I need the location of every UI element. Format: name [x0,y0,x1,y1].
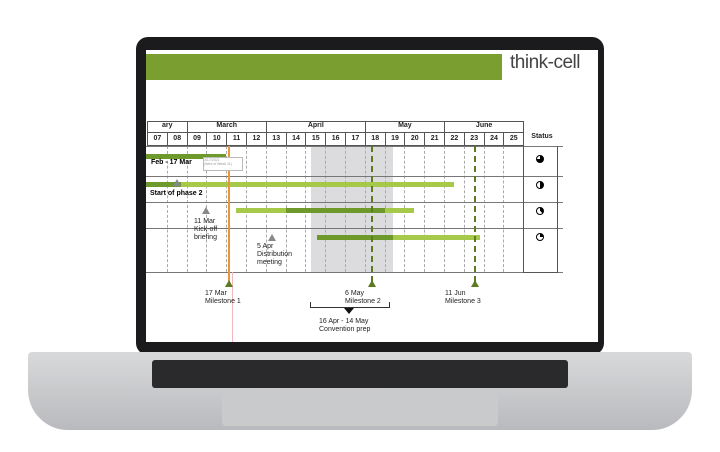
week-header: 17 [345,132,366,146]
milestone-1-marker-icon [225,280,234,287]
week-header: 11 [226,132,247,146]
milestone-2-text: Milestone 2 [345,298,381,305]
tooltip-date: 3/17/2021 [204,158,220,162]
distribution-text: Distribution meeting [257,251,293,266]
tooltip: 3/17/2021(Wed of Week 11) [203,157,243,171]
week-header: 09 [186,132,208,146]
milestone-1-date: 17 Mar [205,290,227,297]
week-header: 10 [206,132,228,146]
week-header: 15 [305,132,327,146]
week-gridline [503,146,505,272]
keyboard [152,360,568,388]
convention-text: Convention prep [319,326,371,333]
milestone-1-text: Milestone 1 [205,298,241,305]
gantt-bar-phase2-progress [146,182,181,187]
trackpad [222,392,498,426]
week-header: 08 [166,132,188,146]
tooltip-week: (Wed of Week 11) [204,162,232,166]
week-header: 13 [265,132,287,146]
week-header: 22 [444,132,465,146]
week-gridline [444,146,445,272]
status-pie-icon [536,181,545,189]
distribution-marker-icon [267,234,276,241]
kickoff-date: 11 Mar [194,218,216,225]
row1-label: Feb - 17 Mar [151,159,192,166]
week-header: 21 [424,132,445,146]
title-banner [146,54,502,80]
milestone-3-line [473,146,476,282]
milestone-3-marker-icon [470,280,479,287]
convention-bracket [310,302,390,308]
row-divider [146,202,564,203]
status-pie-icon [536,207,545,215]
week-gridline [186,146,188,272]
status-pie-icon [536,233,545,241]
week-header: 16 [325,132,346,146]
row2-label: Start of phase 2 [150,190,203,197]
milestone-2-line [370,146,373,282]
week-header: 25 [503,132,525,146]
week-gridline [226,146,228,272]
week-header: 14 [285,132,307,146]
milestone-3-date: 11 Jun [445,290,466,297]
bracket-pointer-icon [344,308,354,314]
status-header: Status [531,133,553,140]
gantt-bar-task4 [317,235,480,240]
week-header: 23 [463,132,485,146]
week-header: 07 [147,132,168,146]
reference-line [232,272,234,342]
week-header: 12 [246,132,267,146]
convention-dates: 16 Apr - 14 May [319,318,369,325]
week-header: 19 [384,132,406,146]
phase2-start-marker-icon [172,179,181,186]
kickoff-marker-icon [202,207,211,214]
today-line [228,146,231,287]
distribution-date: 5 Apr [257,243,274,250]
milestone-3-text: Milestone 3 [445,298,481,305]
month-header: June [444,121,525,133]
row-divider [146,228,564,229]
gantt-bar-phase1 [146,154,227,159]
gantt-bar-task3-progress [285,208,385,213]
week-gridline [483,146,485,272]
kickoff-text: Kick-off briefing [194,226,218,241]
status-column [523,146,559,273]
week-header: 20 [404,132,426,146]
think-cell-logo: think-cell [510,52,580,73]
week-gridline [424,146,426,272]
row-divider [146,272,564,273]
gantt-bar-phase2 [146,182,454,187]
row-divider [146,176,564,177]
milestone-2-marker-icon [367,280,376,287]
week-header: 24 [483,132,505,146]
week-gridline [166,146,168,272]
gantt-bar-task4-progress [317,235,393,240]
week-header: 18 [364,132,386,146]
row-divider [146,146,564,147]
week-gridline [463,146,465,272]
milestone-2-date: 6 May [345,290,365,297]
status-pie-icon [536,155,545,163]
